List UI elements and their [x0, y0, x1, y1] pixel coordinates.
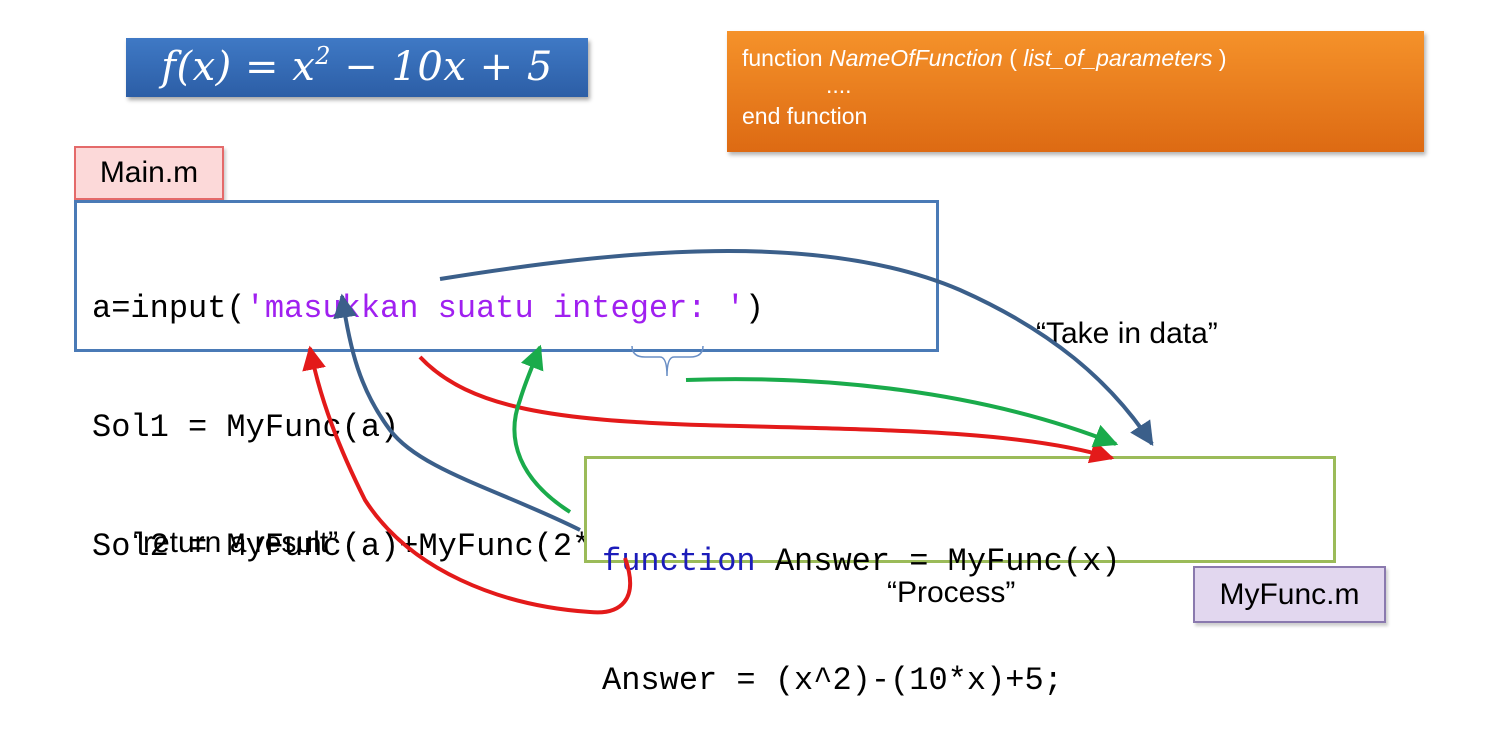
main-file-label: Main.m: [74, 146, 224, 200]
code-text: a=input(: [92, 290, 246, 327]
take-in-data-note: “Take in data”: [1036, 317, 1218, 350]
main-code-line-3: Sol2 = MyFunc(a)+MyFunc(2*a): [92, 528, 630, 565]
syntax-parameters: list_of_parameters: [1023, 45, 1213, 71]
code-text: ): [744, 290, 765, 327]
red-call-arrow: [418, 355, 1115, 464]
syntax-close-paren: ): [1212, 45, 1227, 71]
syntax-end: end function: [742, 103, 868, 129]
flow-arrows: [302, 249, 1154, 615]
syntax-line-header: function NameOfFunction ( list_of_parame…: [742, 43, 1424, 77]
formula-prefix: f(x) = x: [161, 44, 316, 90]
code-text: Answer = MyFunc(x): [755, 543, 1121, 580]
syntax-keyword: function: [742, 45, 829, 71]
red-return-arrow: [302, 345, 632, 615]
process-note: “Process”: [887, 576, 1016, 609]
syntax-function-name: NameOfFunction: [828, 45, 1003, 71]
syntax-open-paren: (: [1002, 45, 1024, 71]
green-call-arrow: [685, 377, 1119, 448]
code-string: 'masukkan suatu integer: ': [245, 290, 745, 327]
argument-brace: [631, 345, 704, 377]
main-code-box: a=input('masukkan suatu integer: ') Sol1…: [74, 200, 939, 565]
myfunc-file-label: MyFunc.m: [1193, 566, 1386, 623]
main-code-line-1: a=input('masukkan suatu integer: '): [92, 286, 936, 331]
function-syntax-box: function NameOfFunction ( list_of_parame…: [727, 31, 1424, 152]
blue-call-arrow: [439, 249, 1154, 447]
main-code-line-2: Sol1 = MyFunc(a): [92, 409, 400, 446]
formula-exponent: 2: [315, 42, 332, 70]
return-result-note: “return a result”: [133, 526, 339, 559]
syntax-body-ellipsis: ....: [826, 72, 852, 98]
blue-return-arrow: [333, 293, 581, 532]
formula-box: f(x) = x2 − 10x + 5: [126, 38, 588, 97]
formula-suffix: − 10x + 5: [331, 44, 553, 90]
green-return-arrow: [512, 344, 572, 514]
myfunc-code-line-1: function Answer = MyFunc(x): [602, 539, 1333, 584]
